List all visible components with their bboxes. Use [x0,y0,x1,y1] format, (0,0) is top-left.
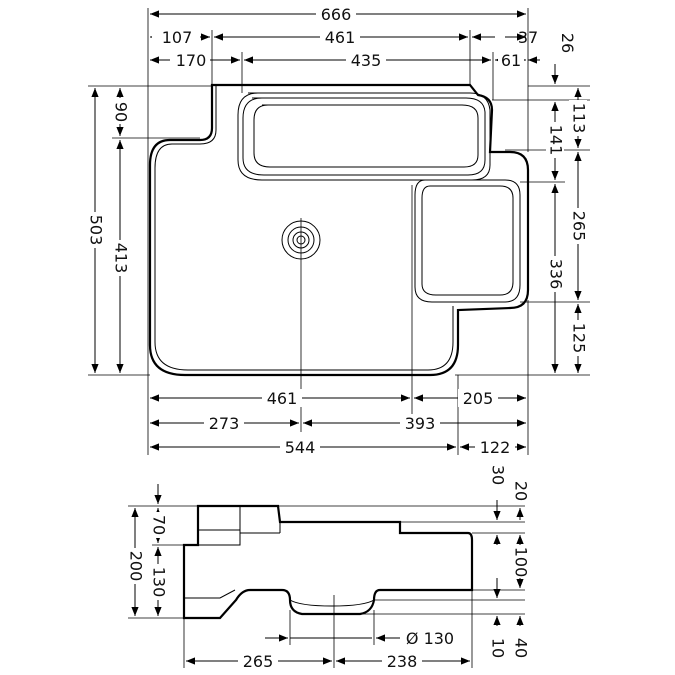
drain-icon [281,218,321,390]
dim-61: 61 [501,51,521,70]
dim-37: 37 [518,28,538,47]
dim-238: 238 [387,652,418,671]
dim-107: 107 [162,28,193,47]
dim-200: 200 [127,551,146,582]
side-body [182,504,474,620]
dim-265-side: 265 [243,652,274,671]
dim-336: 336 [547,259,566,290]
basin-inner-edge [154,85,454,371]
dim-461-bottom: 461 [267,389,298,408]
dim-205: 205 [463,389,494,408]
dim-30: 30 [489,465,508,485]
dim-413: 413 [112,243,131,274]
dim-26: 26 [558,33,577,53]
dim-40: 40 [512,638,531,658]
dim-503: 503 [87,215,106,246]
top-view: 666 107 461 37 26 170 435 61 503 413 [86,5,590,457]
dim-141: 141 [547,125,566,156]
right-tray [414,179,521,303]
dim-70: 70 [150,515,169,535]
dim-265: 265 [570,211,589,242]
dim-100: 100 [512,547,531,578]
dim-461-top: 461 [325,28,356,47]
dim-170: 170 [176,51,207,70]
basin-outline [148,83,530,377]
dim-393: 393 [405,414,436,433]
dim-273: 273 [209,414,240,433]
dim-90: 90 [112,102,131,122]
dim-435: 435 [351,51,382,70]
dim-125: 125 [570,323,589,354]
upper-tray [237,92,491,181]
dim-diameter-130: Ø 130 [406,629,454,648]
dim-130-side: 130 [150,567,169,598]
dim-666: 666 [321,5,352,24]
side-view: 200 70 130 30 20 100 10 40 Ø 130 265 2 [126,465,531,671]
dim-20: 20 [512,481,531,501]
dim-544: 544 [285,438,316,457]
dim-122: 122 [480,438,511,457]
dim-113: 113 [570,103,589,134]
dim-10: 10 [489,638,508,658]
